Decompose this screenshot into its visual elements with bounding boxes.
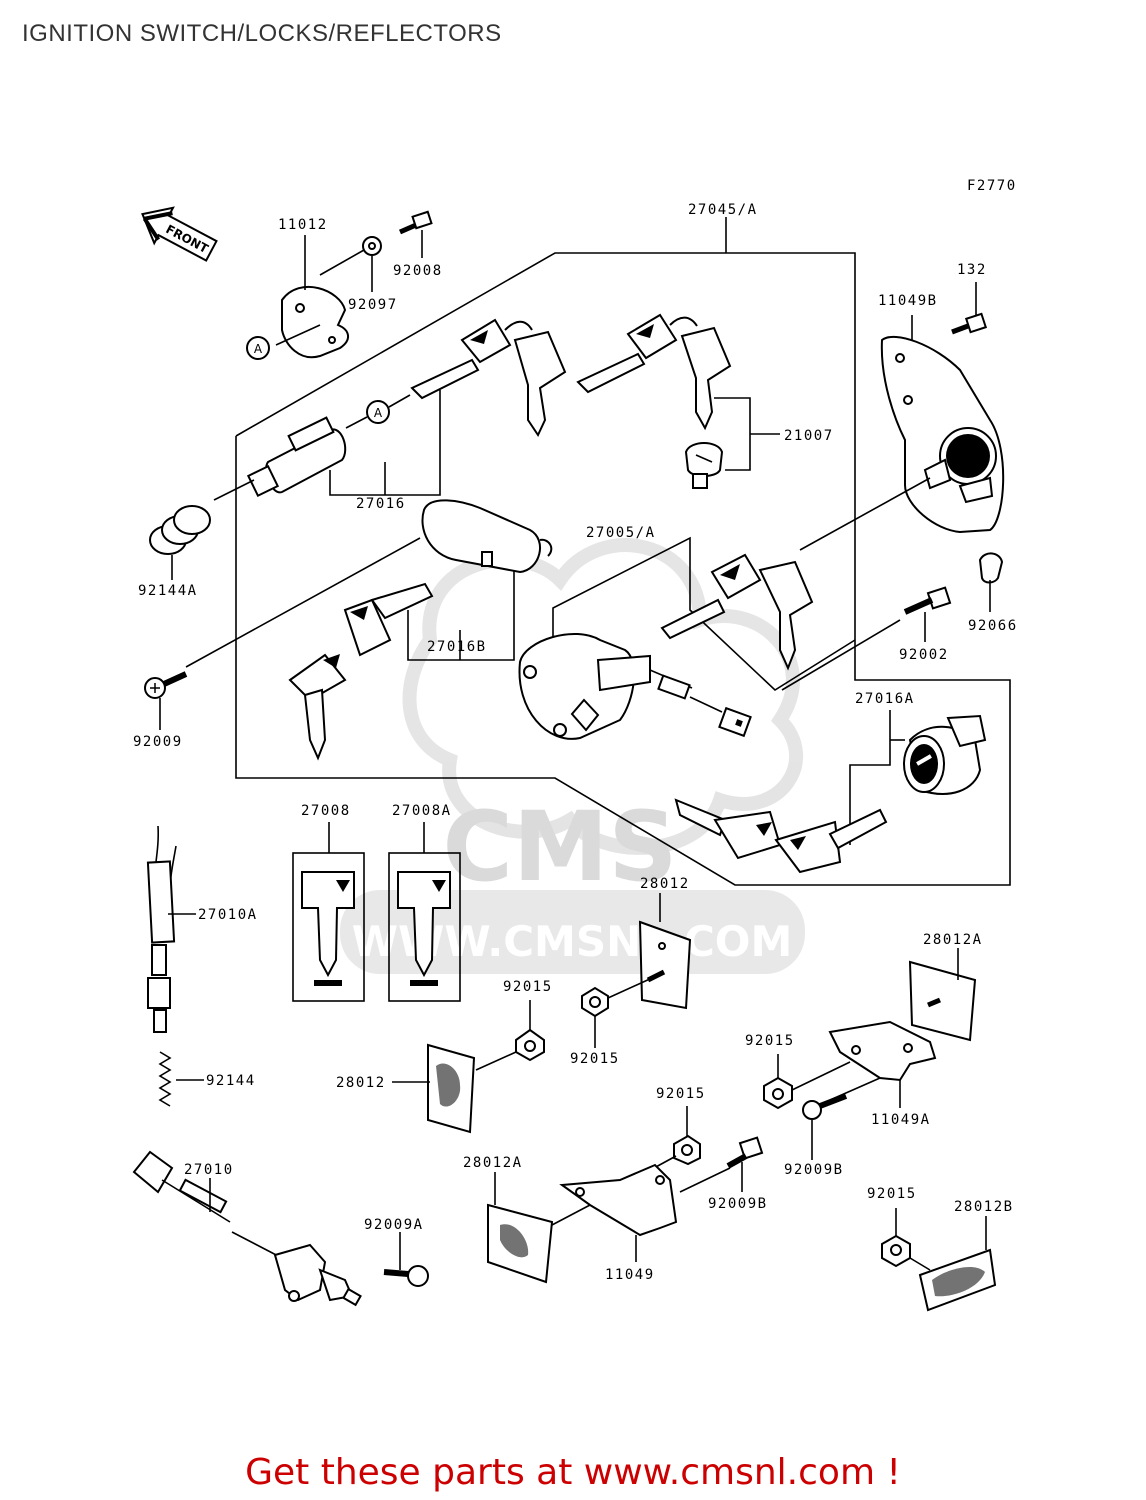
part-11049B-bracket xyxy=(799,315,1005,551)
label-27008: 27008 xyxy=(301,803,351,819)
key-pair-upper-right xyxy=(577,313,732,431)
part-92009A-bolt xyxy=(383,1232,429,1287)
label-28012-top: 28012 xyxy=(640,876,690,892)
part-92009-screw xyxy=(144,671,188,730)
part-132-screw xyxy=(951,282,988,335)
part-28012A-reflector-right xyxy=(908,948,977,1042)
front-arrow-icon: FRONT xyxy=(141,206,218,262)
svg-text:A: A xyxy=(374,406,383,420)
label-92008: 92008 xyxy=(393,263,443,279)
label-21007: 21007 xyxy=(784,428,834,444)
keys-27016A xyxy=(674,798,888,874)
footer-link[interactable]: Get these parts at www.cmsnl.com ! xyxy=(245,1452,901,1493)
part-92015-nut-c xyxy=(763,1054,793,1110)
page-title: IGNITION SWITCH/LOCKS/REFLECTORS xyxy=(22,20,502,47)
label-92009B-right: 92009B xyxy=(784,1162,844,1178)
label-92015-c: 92015 xyxy=(745,1033,795,1049)
label-92144: 92144 xyxy=(206,1073,256,1089)
part-27010-brake-switch xyxy=(132,1150,362,1307)
label-92009: 92009 xyxy=(133,734,183,750)
label-28012A-right: 28012A xyxy=(923,932,983,948)
part-11012-cover-plate xyxy=(275,235,349,359)
label-27016: 27016 xyxy=(356,496,406,512)
part-92066-grommet xyxy=(978,552,1004,612)
part-28012-reflector-left xyxy=(392,1043,476,1134)
label-11049B: 11049B xyxy=(878,293,938,309)
label-27005A: 27005/A xyxy=(586,525,656,541)
label-27016B: 27016B xyxy=(427,639,487,655)
label-27045A: 27045/A xyxy=(688,202,758,218)
part-11049-bracket xyxy=(551,1163,731,1262)
label-11049: 11049 xyxy=(605,1267,655,1283)
label-92144A: 92144A xyxy=(138,583,198,599)
label-92015-e: 92015 xyxy=(867,1186,917,1202)
label-28012-left: 28012 xyxy=(336,1075,386,1091)
part-92008-screw xyxy=(398,210,433,258)
label-132: 132 xyxy=(957,262,987,278)
callout-a-lower: A xyxy=(345,394,411,429)
part-92144-spring xyxy=(158,1051,204,1107)
label-92097: 92097 xyxy=(348,297,398,313)
part-28012-reflector-top xyxy=(638,893,692,1010)
label-92066: 92066 xyxy=(968,618,1018,634)
part-27008A-key-card xyxy=(388,822,461,1002)
part-27010A-switch-wire xyxy=(146,825,196,1033)
part-92015-nut-a xyxy=(475,1000,545,1071)
label-92015-b: 92015 xyxy=(570,1051,620,1067)
part-92015-nut-e xyxy=(881,1208,931,1271)
part-92015-nut-b xyxy=(581,969,666,1048)
part-92009B-bolt-mid xyxy=(726,1136,764,1192)
part-labels: 27045/A 11012 92008 92097 132 11049B 210… xyxy=(133,202,1018,1283)
keys-27005A xyxy=(660,553,814,671)
lock-cap-21007 xyxy=(684,397,780,489)
part-28012A-reflector-low xyxy=(487,1172,554,1284)
figure-code: F2770 xyxy=(967,178,1017,194)
part-92002-bolt xyxy=(781,586,952,691)
keys-27016B xyxy=(288,582,434,761)
part-11049A-bracket xyxy=(791,1020,937,1108)
label-28012A-low: 28012A xyxy=(463,1155,523,1171)
part-92097-washer xyxy=(319,236,382,292)
label-92009A: 92009A xyxy=(364,1217,424,1233)
label-92015-d: 92015 xyxy=(656,1086,706,1102)
part-27016A-lock xyxy=(849,710,987,845)
key-pair-upper-left xyxy=(411,318,567,438)
label-11049A: 11049A xyxy=(871,1112,931,1128)
assembly-outline-27045 xyxy=(235,217,1011,886)
svg-text:A: A xyxy=(254,342,263,356)
part-92015-nut-d xyxy=(653,1106,701,1169)
part-28012B-reflector xyxy=(918,1216,997,1312)
label-11012: 11012 xyxy=(278,217,328,233)
part-27005A-ignition-switch xyxy=(518,632,752,740)
label-27016A: 27016A xyxy=(855,691,915,707)
part-27008-key-card xyxy=(292,822,365,1002)
label-92015-a: 92015 xyxy=(503,979,553,995)
callout-a-upper: A xyxy=(246,336,270,360)
label-92009B-mid: 92009B xyxy=(708,1196,768,1212)
part-92144A-spring xyxy=(149,505,211,580)
label-27010: 27010 xyxy=(184,1162,234,1178)
label-27008A: 27008A xyxy=(392,803,452,819)
label-92002: 92002 xyxy=(899,647,949,663)
part-27016-lock-cylinder xyxy=(213,390,441,501)
part-27016B-seat-lock xyxy=(185,499,553,668)
cmsnl-watermark: CMS WWW.CMSNL.COM xyxy=(340,538,805,974)
watermark-logo-text: CMS xyxy=(442,791,677,903)
parts-diagram: CMS WWW.CMSNL.COM F2770 FRONT A xyxy=(132,178,1018,1312)
label-28012B: 28012B xyxy=(954,1199,1014,1215)
part-92009B-bolt-right xyxy=(802,1093,848,1160)
label-27010A: 27010A xyxy=(198,907,258,923)
